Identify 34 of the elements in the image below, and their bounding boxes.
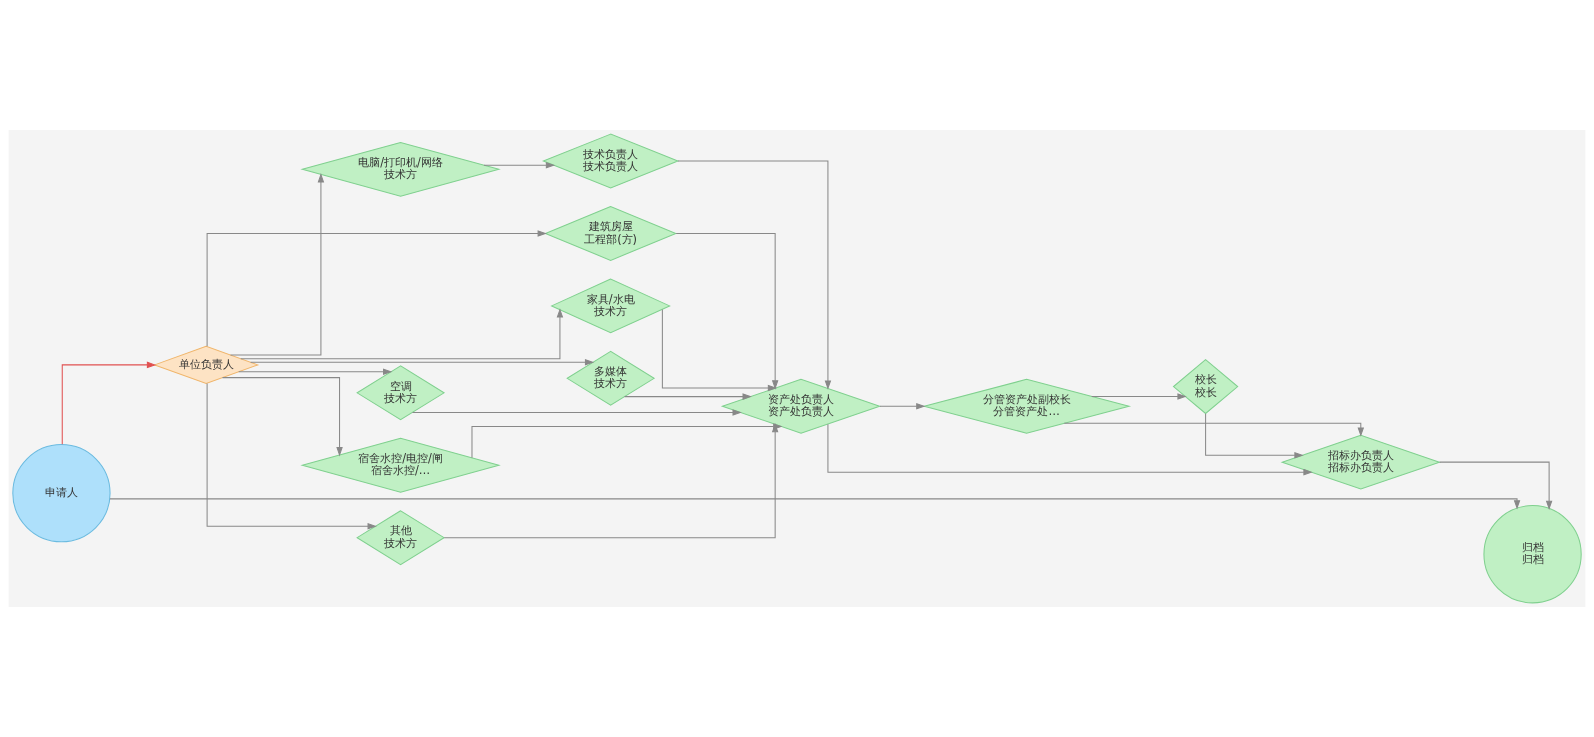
arrow <box>827 423 1313 476</box>
arrow <box>238 368 393 376</box>
node-diamond: 招标办负责人 招标办负责人 <box>1280 434 1442 490</box>
arrow <box>1205 413 1304 459</box>
node-circle: 申请人 <box>12 444 111 543</box>
node-diamond: 家具/水电 技术方 <box>550 278 671 334</box>
node-diamond: 电脑/打印机/网络 技术方 <box>300 141 501 197</box>
arrow <box>661 308 778 392</box>
arrow <box>61 361 157 445</box>
arrow <box>240 308 564 360</box>
arrow <box>675 232 779 390</box>
arrow <box>1063 422 1365 437</box>
node-diamond: 多媒体 技术方 <box>566 350 656 406</box>
node-diamond: 建筑房屋 工程部(方) <box>544 206 678 261</box>
arrow <box>206 382 377 530</box>
node-diamond: 校长 校长 <box>1172 359 1239 415</box>
arrow <box>624 393 752 400</box>
node-diamond: 宿舍水控/电控/闸 宿舍水控/… <box>300 437 501 493</box>
arrow <box>1091 393 1187 400</box>
arrow <box>206 230 547 347</box>
arrow <box>412 409 742 416</box>
arrow <box>483 161 556 169</box>
arrow <box>230 173 325 356</box>
node-diamond: 其他 技术方 <box>356 510 446 566</box>
node-diamond: 单位负责人 <box>153 345 260 385</box>
node-circle: 归档 归档 <box>1483 505 1582 604</box>
arrow <box>109 498 1521 510</box>
arrow <box>222 377 343 457</box>
arrow <box>250 359 595 366</box>
arrow <box>879 403 926 410</box>
node-diamond: 分管资产处副校长 分管资产处… <box>922 378 1132 434</box>
arrow <box>1439 461 1553 510</box>
arrow <box>677 160 832 390</box>
arrow <box>443 423 779 539</box>
